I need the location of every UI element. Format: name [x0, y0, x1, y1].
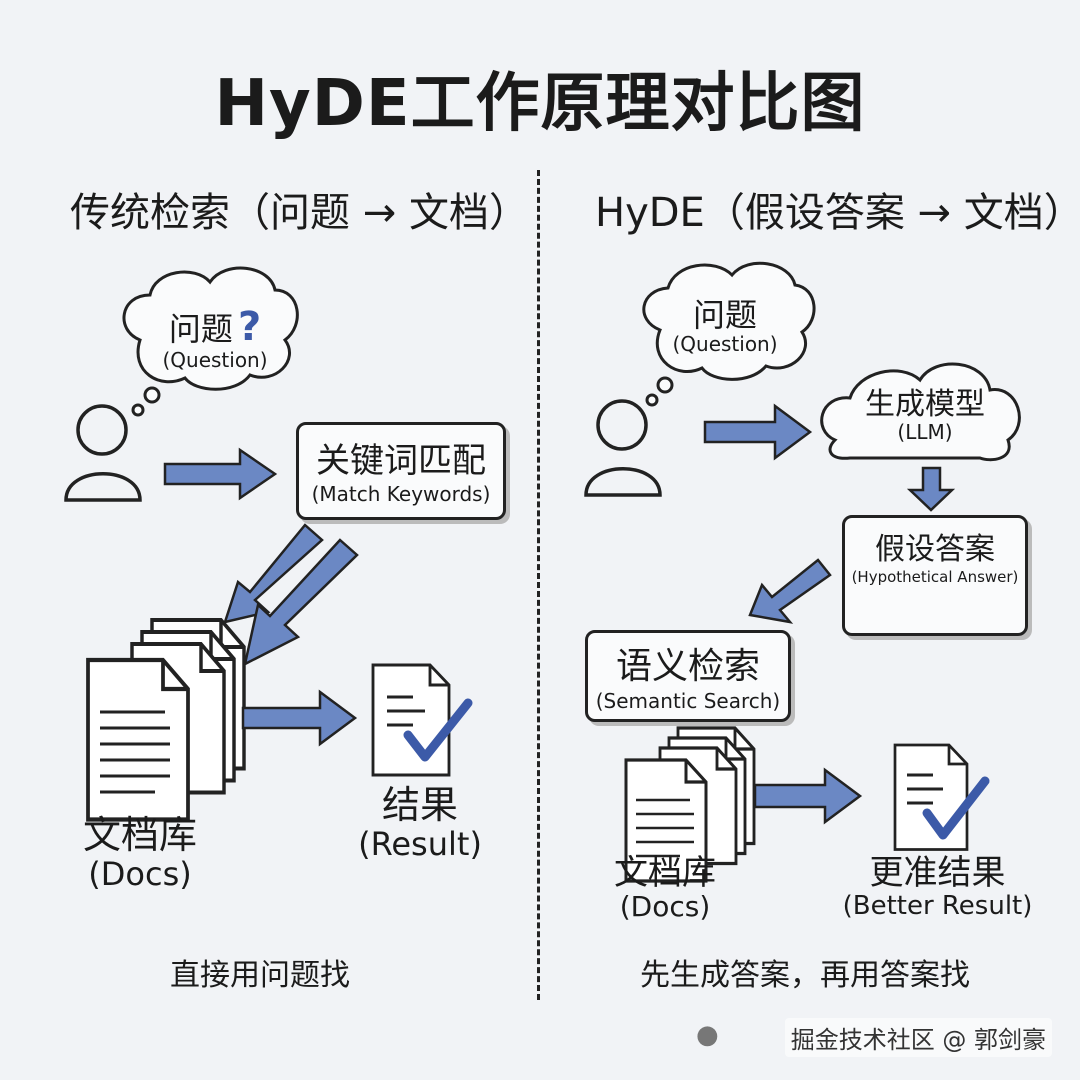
match-keywords-box: 关键词匹配 (Match Keywords)	[296, 422, 506, 520]
right-thought-label: 问题 (Question)	[650, 296, 800, 357]
right-thought-en: (Question)	[672, 332, 778, 357]
right-arrow-to-result	[753, 767, 863, 825]
left-section-title: 传统检索（问题 → 文档）	[70, 190, 529, 236]
hypothetical-answer-en: (Hypothetical Answer)	[851, 568, 1019, 586]
left-result-zh: 结果	[381, 783, 458, 827]
semantic-search-zh: 语义检索	[615, 646, 760, 687]
right-result-zh: 更准结果	[869, 853, 1006, 893]
page-title: HyDE工作原理对比图	[214, 67, 866, 141]
llm-zh: 生成模型	[865, 387, 985, 422]
right-docs-zh: 文档库	[614, 853, 716, 893]
left-caption: 直接用问题找	[170, 958, 350, 993]
left-arrows-to-docs	[223, 523, 359, 667]
left-arrow-to-match	[163, 447, 278, 501]
hypothetical-answer-box: 假设答案 (Hypothetical Answer)	[842, 515, 1028, 636]
left-arrow-to-result	[241, 689, 358, 747]
llm-en: (LLM)	[897, 420, 953, 444]
question-mark-icon: ?	[237, 304, 262, 350]
left-result-label: 结果 (Result)	[340, 783, 500, 863]
llm-cloud	[820, 362, 1021, 462]
match-keywords-zh: 关键词匹配	[316, 441, 486, 481]
semantic-search-box: 语义检索 (Semantic Search)	[585, 630, 791, 722]
right-docs-label: 文档库 (Docs)	[590, 853, 740, 924]
llm-label: 生成模型 (LLM)	[840, 388, 1010, 443]
section-divider	[537, 170, 540, 1000]
right-arrow-to-hypo	[906, 466, 956, 512]
right-section-title: HyDE（假设答案 → 文档）	[595, 190, 1080, 236]
wechat-icon: ●	[696, 1020, 719, 1050]
left-docs-stack	[88, 620, 244, 820]
right-result-label: 更准结果 (Better Result)	[830, 853, 1045, 922]
right-arrow-to-llm	[703, 403, 813, 461]
semantic-search-en: (Semantic Search)	[595, 689, 781, 713]
left-docs-en: (Docs)	[88, 854, 192, 893]
left-thought-cloud	[122, 266, 299, 417]
match-keywords-en: (Match Keywords)	[311, 482, 491, 506]
left-thought-en: (Question)	[162, 348, 268, 372]
right-docs-stack	[624, 726, 756, 883]
right-thought-cloud	[642, 261, 816, 407]
right-result-doc	[893, 743, 990, 851]
left-docs-label: 文档库 (Docs)	[60, 813, 220, 893]
right-docs-en: (Docs)	[619, 890, 711, 924]
left-result-en: (Result)	[358, 824, 482, 863]
right-result-en: (Better Result)	[842, 891, 1033, 922]
right-caption: 先生成答案，再用答案找	[640, 958, 970, 993]
watermark: 掘金技术社区 @ 郭剑豪	[784, 1018, 1052, 1057]
left-user-icon	[64, 404, 142, 502]
right-arrow-to-semantic	[748, 558, 832, 624]
left-docs-zh: 文档库	[82, 813, 197, 857]
hypothetical-answer-zh: 假设答案	[875, 532, 995, 567]
left-thought-label: 问题 ? (Question)	[140, 305, 290, 371]
right-user-icon	[584, 399, 662, 497]
left-thought-zh: 问题	[168, 310, 233, 348]
right-thought-zh: 问题	[692, 296, 757, 334]
left-result-doc	[371, 663, 473, 777]
